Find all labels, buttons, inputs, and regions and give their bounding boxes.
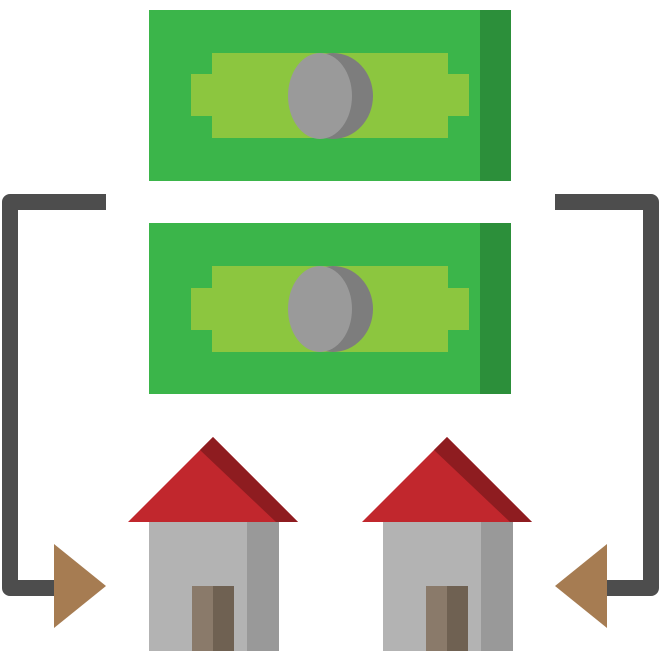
banknote-bottom-icon	[149, 223, 511, 394]
banknote-shadow	[480, 10, 511, 181]
house-left-icon	[128, 437, 298, 651]
house-wall-shadow	[247, 522, 279, 651]
right-flow-connector	[555, 194, 659, 628]
banknote-coin	[288, 53, 352, 139]
arrow-left-icon	[555, 544, 607, 628]
left-flow-connector	[2, 194, 106, 628]
house-door-shadow	[213, 586, 234, 651]
house-door-shadow	[447, 586, 468, 651]
house-roof-shadow	[434, 437, 532, 522]
house-wall-shadow	[481, 522, 513, 651]
banknote-top-icon	[149, 10, 511, 181]
arrow-right-icon	[54, 544, 106, 628]
banknote-coin	[288, 266, 352, 352]
house-roof-shadow	[200, 437, 298, 522]
left-connector-line	[2, 194, 106, 596]
house-right-icon	[362, 437, 532, 651]
right-connector-line	[555, 194, 659, 596]
banknote-shadow	[480, 223, 511, 394]
